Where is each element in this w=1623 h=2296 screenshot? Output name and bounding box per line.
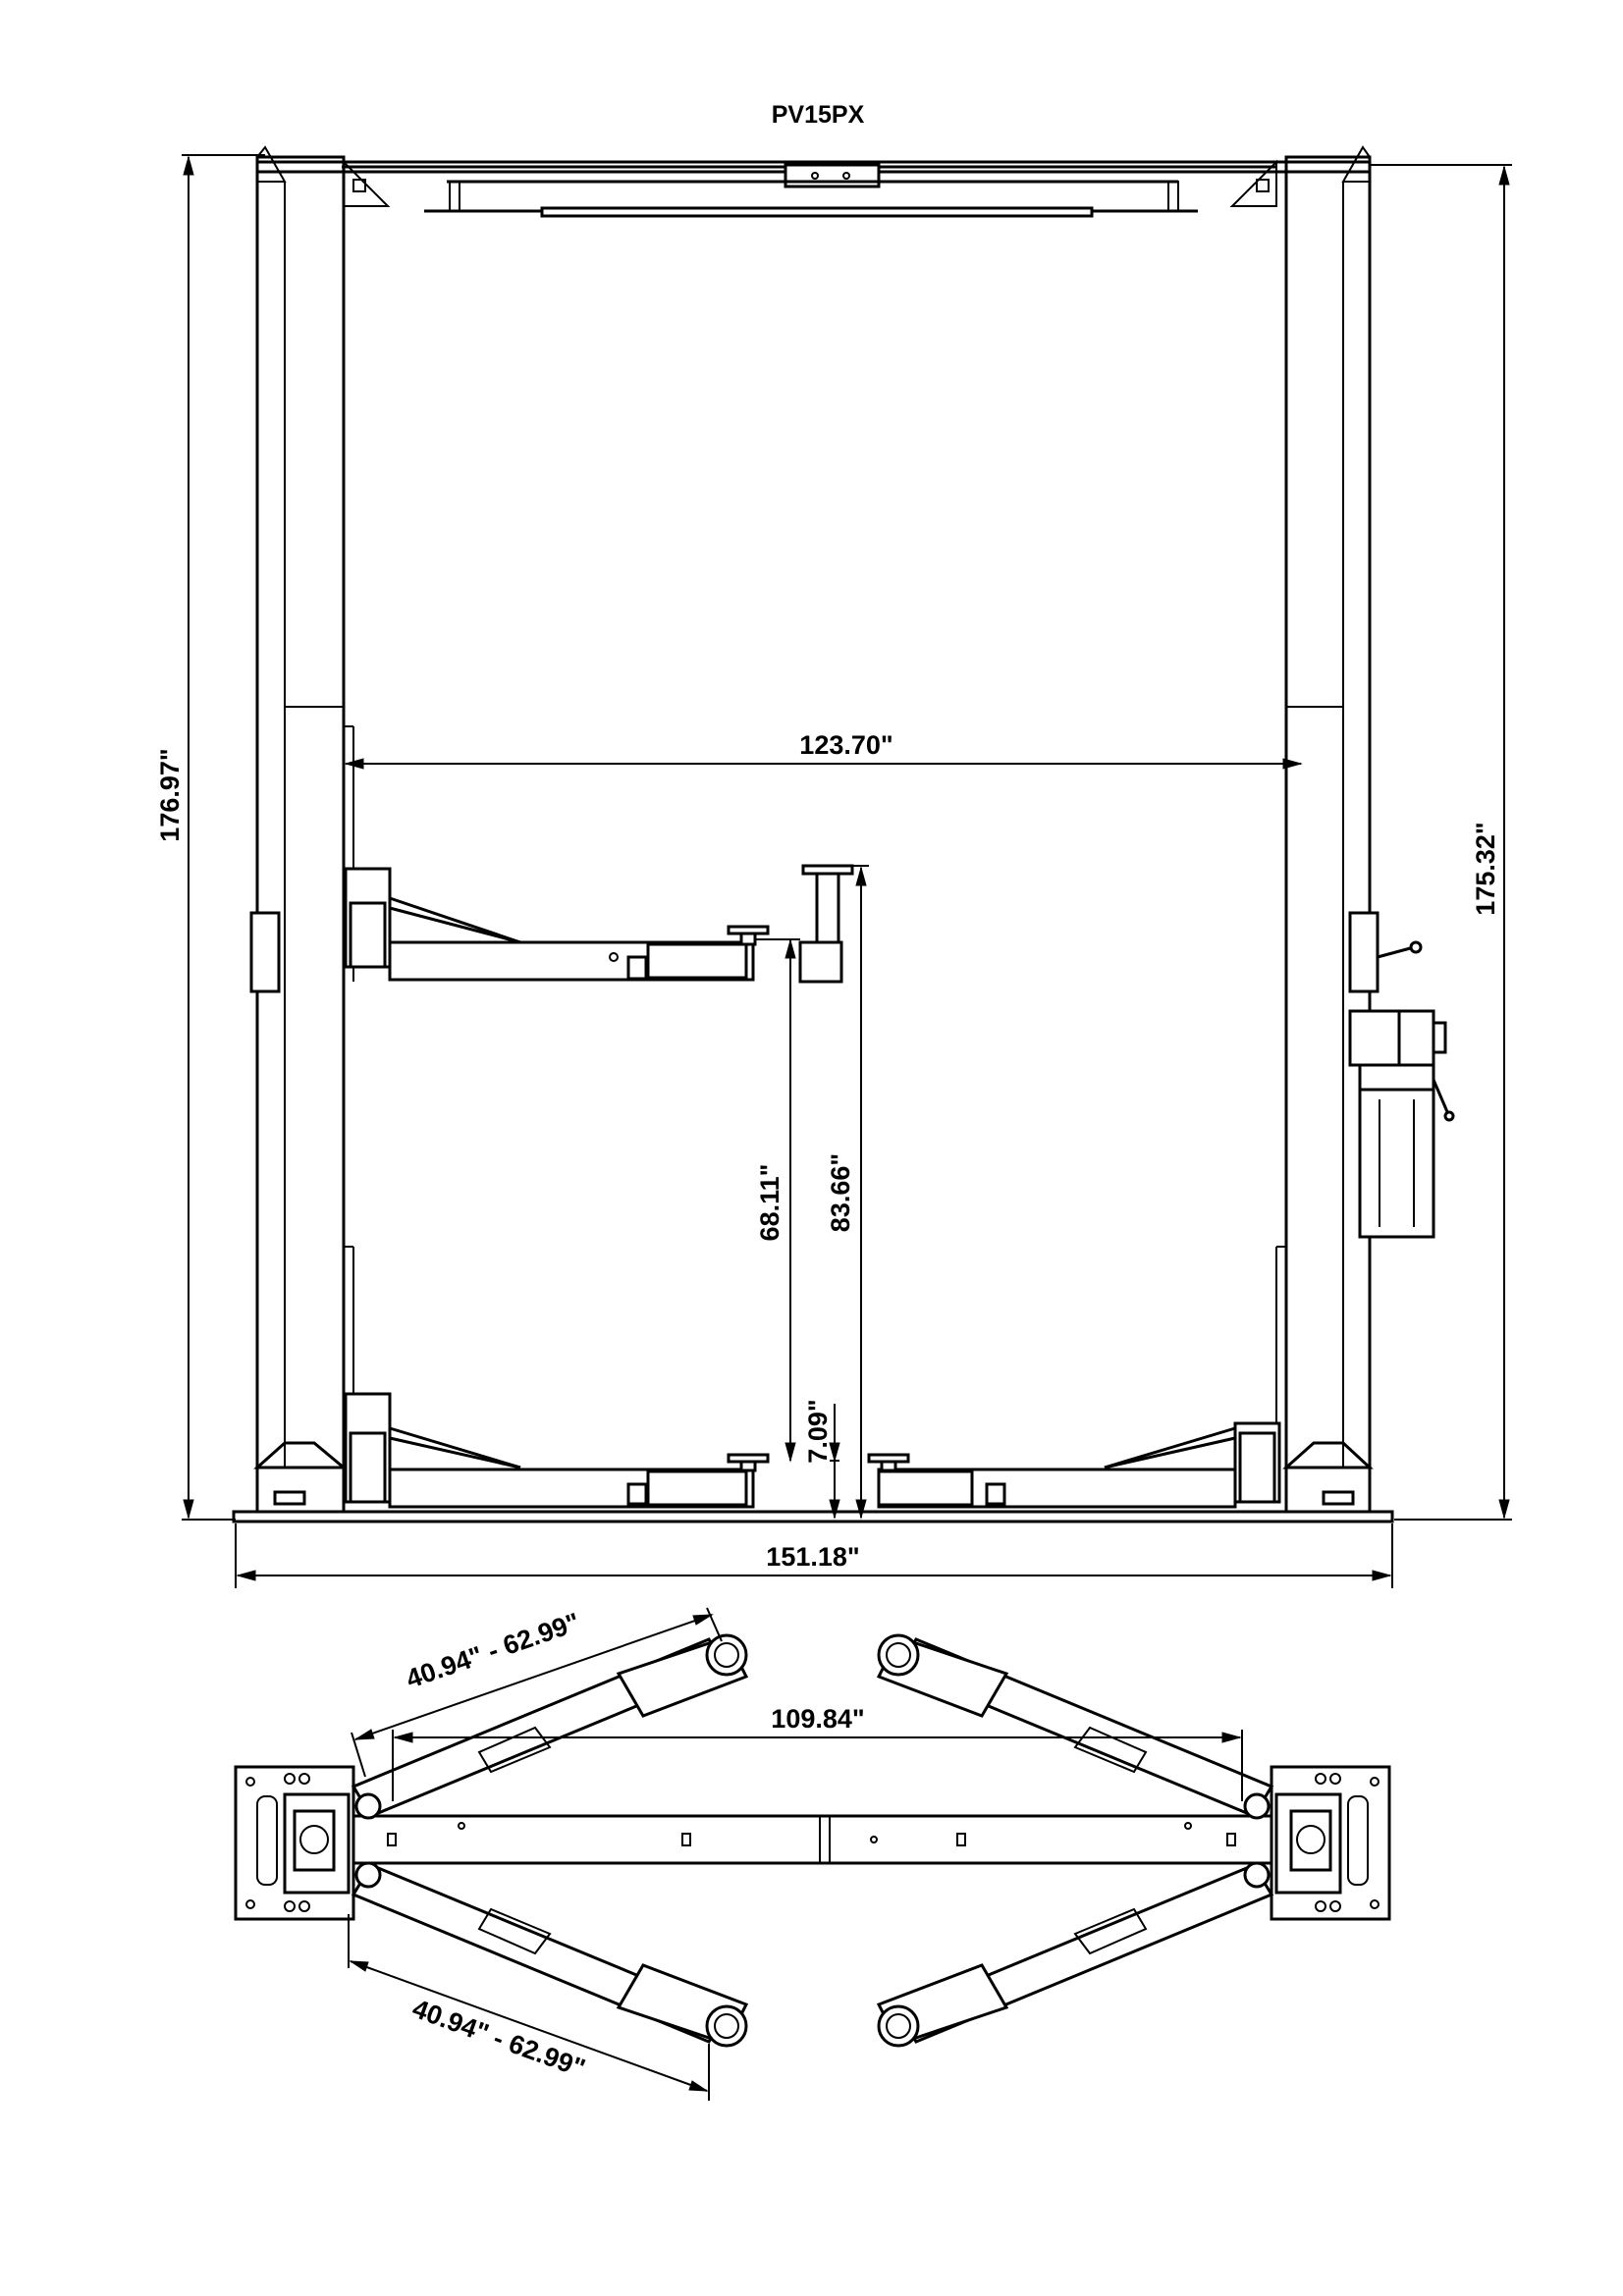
- drawing-title: PV15PX: [772, 101, 865, 129]
- right-base-plate-top: [1270, 1765, 1391, 1921]
- height-adapter: [798, 864, 854, 984]
- arm-lower-right: [876, 1861, 1274, 2048]
- dim-inside-width: 109.84": [392, 1704, 1243, 1801]
- dim-max-height-with-adapter: 83.66": [826, 865, 869, 1520]
- overhead-beam: [255, 159, 1372, 218]
- label-width-between-columns: 123.70": [799, 730, 893, 760]
- front-view: 176.97" 175.32" 123.70" 68.11": [155, 145, 1512, 1588]
- right-column: [1275, 145, 1380, 1514]
- left-base-plate-top: [234, 1765, 355, 1921]
- left-lift-arm-lowered: [344, 1392, 770, 1509]
- arm-upper-right: [876, 1633, 1274, 1820]
- overhead-beam-top: [352, 1814, 1273, 1865]
- label-max-lift-height: 68.11": [755, 1164, 784, 1242]
- dim-max-lift-height: 68.11": [755, 938, 800, 1463]
- dim-min-pad-height: 7.09": [803, 1399, 840, 1520]
- label-arm-reach-upper: 40.94" - 62.99": [403, 1607, 583, 1694]
- dim-width-between-columns: 123.70": [344, 730, 1303, 770]
- right-lift-arm-lowered: [867, 1421, 1281, 1509]
- arm-upper-left: [351, 1633, 749, 1820]
- label-column-height: 175.32": [1471, 822, 1500, 915]
- label-max-height-with-adapter: 83.66": [826, 1153, 855, 1232]
- dim-overall-width: 151.18": [235, 1523, 1393, 1588]
- arm-lower-left: [351, 1861, 749, 2048]
- dim-overall-height: 176.97": [155, 154, 265, 1521]
- left-lift-arm-raised: [344, 867, 770, 982]
- label-overall-width: 151.18": [766, 1542, 859, 1572]
- power-unit: [1348, 940, 1455, 1239]
- left-column: [249, 145, 354, 1514]
- label-overall-height: 176.97": [155, 748, 185, 841]
- label-min-pad-height: 7.09": [803, 1399, 833, 1463]
- label-inside-width: 109.84": [771, 1704, 864, 1734]
- dim-column-height: 175.32": [1370, 164, 1512, 1521]
- top-view: 40.94" - 62.99" 40.94" - 62.99" 109.84": [234, 1607, 1391, 2101]
- base-plate: [232, 1510, 1394, 1523]
